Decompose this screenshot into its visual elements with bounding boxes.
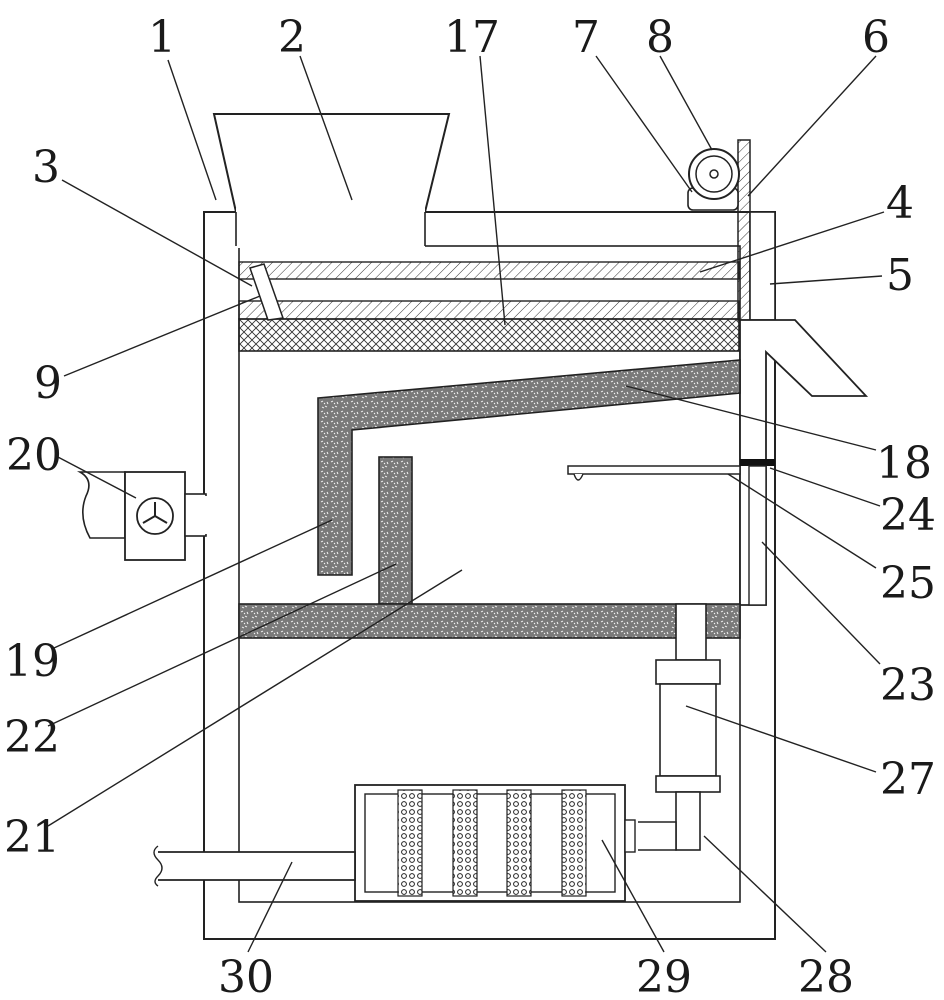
fan-unit bbox=[76, 471, 209, 561]
label-22: 22 bbox=[4, 712, 60, 763]
liquid-pipe bbox=[740, 459, 775, 606]
label-2: 2 bbox=[278, 12, 306, 63]
outlet-pipe bbox=[153, 845, 356, 887]
screen-assembly bbox=[238, 261, 740, 352]
label-3: 3 bbox=[32, 142, 60, 193]
part-labels: 1 2 17 7 8 6 3 4 5 9 20 18 24 19 25 22 2… bbox=[4, 12, 936, 1000]
label-29: 29 bbox=[636, 952, 692, 1000]
label-6: 6 bbox=[862, 12, 890, 63]
label-8: 8 bbox=[646, 12, 674, 63]
label-7: 7 bbox=[572, 12, 600, 63]
label-1: 1 bbox=[148, 12, 176, 63]
vertical-baffle bbox=[378, 456, 413, 605]
label-27: 27 bbox=[880, 754, 936, 805]
label-4: 4 bbox=[886, 178, 914, 229]
label-9: 9 bbox=[34, 358, 62, 409]
label-30: 30 bbox=[218, 952, 274, 1000]
label-24: 24 bbox=[880, 490, 936, 541]
motor bbox=[687, 148, 740, 211]
label-25: 25 bbox=[880, 558, 936, 609]
label-21: 21 bbox=[4, 812, 60, 863]
feed-hopper bbox=[212, 113, 451, 248]
label-19: 19 bbox=[4, 636, 60, 687]
partition-plate bbox=[238, 603, 741, 639]
label-20: 20 bbox=[6, 430, 62, 481]
label-17: 17 bbox=[444, 12, 500, 63]
filter-box bbox=[354, 784, 636, 902]
spray-nozzle bbox=[567, 465, 741, 481]
discharge-chute bbox=[739, 319, 869, 606]
pump-unit bbox=[638, 603, 721, 851]
label-5: 5 bbox=[886, 250, 914, 301]
leader-lines bbox=[47, 55, 885, 953]
label-18: 18 bbox=[876, 438, 932, 489]
label-23: 23 bbox=[880, 660, 936, 711]
label-28: 28 bbox=[798, 952, 854, 1000]
right-guide-plate bbox=[737, 139, 776, 321]
inclined-baffle bbox=[317, 359, 741, 576]
